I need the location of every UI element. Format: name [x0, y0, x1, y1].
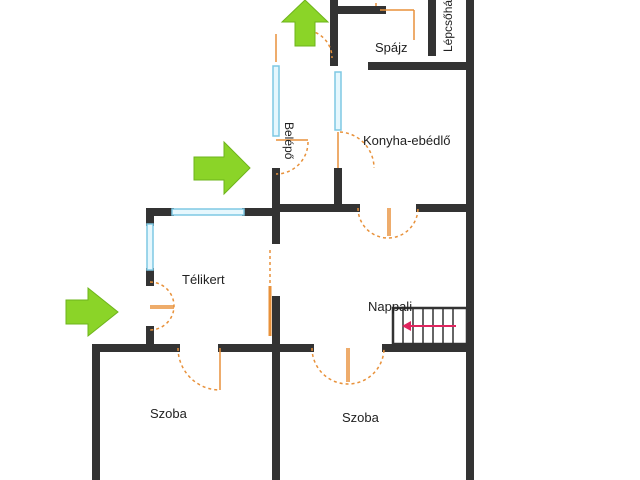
room-label-entry: Belépő: [282, 122, 296, 160]
room-label-stairwell: Lépcsőház: [441, 0, 455, 52]
entrance-arrow-icon: [193, 140, 251, 196]
door-bedroom-left-swing: [177, 347, 221, 391]
window-entry-right: [334, 71, 342, 131]
room-label-living-room: Nappali: [368, 299, 413, 314]
window-garden-left: [146, 223, 154, 271]
doors: [149, 0, 419, 391]
entrance-arrow-icon: [65, 286, 119, 338]
room-label-bedroom-right: Szoba: [342, 410, 379, 425]
entrance-arrows: [65, 0, 330, 338]
stair-direction-icon: [402, 321, 456, 331]
entrance-arrow-icon: [280, 0, 330, 47]
room-label-bedroom-left: Szoba: [150, 406, 187, 421]
room-label-kitchen: Konyha-ebédlő: [363, 133, 451, 148]
door-living-kitchen-swing: [357, 207, 419, 239]
stairs: [391, 306, 469, 346]
windows: [146, 65, 342, 271]
window-entry-left: [272, 65, 280, 137]
walls: [92, 0, 474, 480]
window-garden-top: [171, 208, 245, 216]
room-label-pantry: Spájz: [375, 40, 408, 55]
door-entry-left-swing: [275, 141, 309, 175]
room-label-winter-garden: Télikert: [182, 272, 225, 287]
door-bedroom-right-swing: [311, 347, 385, 385]
door-kitchen-swing: [339, 131, 375, 169]
